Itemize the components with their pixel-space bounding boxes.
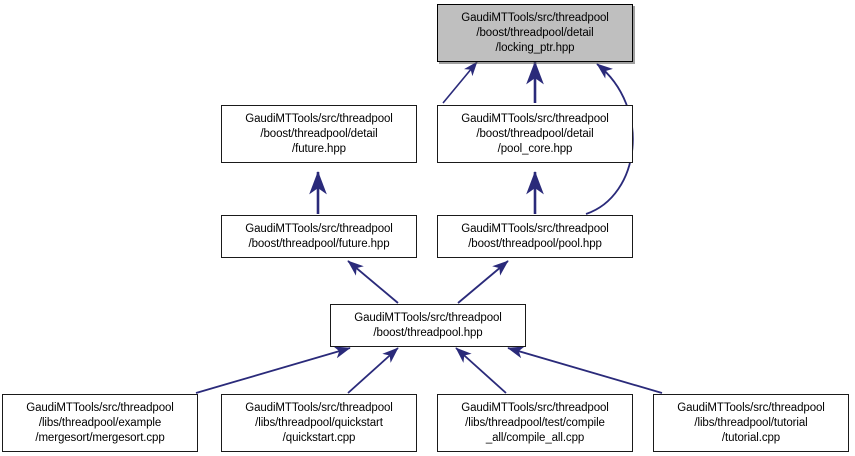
node-label-line-1: GaudiMTTools/src/threadpool bbox=[245, 112, 393, 125]
node-label-line-2: /boost/threadpool/detail bbox=[476, 26, 594, 39]
node-label-line-1: GaudiMTTools/src/threadpool bbox=[461, 401, 609, 414]
node-label-line-2: /libs/threadpool/example bbox=[38, 416, 162, 429]
node-locking-ptr-hpp[interactable]: GaudiMTTools/src/threadpool /boost/threa… bbox=[437, 4, 633, 62]
node-detail-pool-core-hpp[interactable]: GaudiMTTools/src/threadpool /boost/threa… bbox=[437, 105, 633, 163]
node-label-line-2: /libs/threadpool/test/compile bbox=[465, 416, 605, 429]
node-label-line-1: GaudiMTTools/src/threadpool bbox=[461, 222, 609, 235]
edge-detail-future-to-locking-ptr bbox=[442, 61, 478, 104]
node-label-line-2: /boost/threadpool/detail bbox=[476, 127, 594, 140]
node-label-line-3: _all/compile_all.cpp bbox=[485, 431, 585, 444]
edge-mergesort-to-threadpool bbox=[195, 346, 351, 394]
edge-quickstart-to-threadpool bbox=[347, 347, 399, 394]
node-label-line-3: /locking_ptr.hpp bbox=[495, 41, 575, 54]
node-label-line-3: /quickstart.cpp bbox=[282, 431, 356, 444]
node-label-line-2: /libs/threadpool/quickstart bbox=[255, 416, 383, 429]
node-label-line-3: /mergesort/mergesort.cpp bbox=[35, 431, 165, 444]
node-label-line-2: /boost/threadpool.hpp bbox=[373, 326, 483, 339]
node-pool-hpp[interactable]: GaudiMTTools/src/threadpool /boost/threa… bbox=[437, 215, 633, 258]
node-label-line-2: /boost/threadpool/future.hpp bbox=[248, 237, 390, 250]
node-label-line-1: GaudiMTTools/src/threadpool bbox=[245, 401, 393, 414]
node-label-line-2: /libs/threadpool/tutorial bbox=[694, 416, 808, 429]
node-future-hpp[interactable]: GaudiMTTools/src/threadpool /boost/threa… bbox=[221, 215, 417, 258]
node-label-line-3: /pool_core.hpp bbox=[497, 142, 573, 155]
edge-threadpool-to-future bbox=[347, 260, 399, 304]
node-quickstart-cpp[interactable]: GaudiMTTools/src/threadpool /libs/thread… bbox=[221, 394, 417, 452]
node-mergesort-cpp[interactable]: GaudiMTTools/src/threadpool /libs/thread… bbox=[2, 394, 198, 452]
node-label-line-1: GaudiMTTools/src/threadpool bbox=[461, 11, 609, 24]
node-label-line-1: GaudiMTTools/src/threadpool bbox=[354, 311, 502, 324]
node-label-line-2: /boost/threadpool/pool.hpp bbox=[468, 237, 602, 250]
node-compile-all-cpp[interactable]: GaudiMTTools/src/threadpool /libs/thread… bbox=[437, 394, 633, 452]
edge-tutorial-to-threadpool bbox=[507, 346, 663, 394]
edge-compile-all-to-threadpool bbox=[455, 347, 507, 394]
node-label-line-2: /boost/threadpool/detail bbox=[260, 127, 378, 140]
node-tutorial-cpp[interactable]: GaudiMTTools/src/threadpool /libs/thread… bbox=[653, 394, 849, 452]
node-threadpool-hpp[interactable]: GaudiMTTools/src/threadpool /boost/threa… bbox=[330, 304, 526, 347]
node-label-line-1: GaudiMTTools/src/threadpool bbox=[26, 401, 174, 414]
node-detail-future-hpp[interactable]: GaudiMTTools/src/threadpool /boost/threa… bbox=[221, 105, 417, 163]
node-label-line-1: GaudiMTTools/src/threadpool bbox=[677, 401, 825, 414]
edge-threadpool-to-pool bbox=[457, 260, 509, 304]
node-label-line-3: /tutorial.cpp bbox=[721, 431, 781, 444]
node-label-line-1: GaudiMTTools/src/threadpool bbox=[245, 222, 393, 235]
node-label-line-3: /future.hpp bbox=[292, 142, 346, 155]
node-label-line-1: GaudiMTTools/src/threadpool bbox=[461, 112, 609, 125]
